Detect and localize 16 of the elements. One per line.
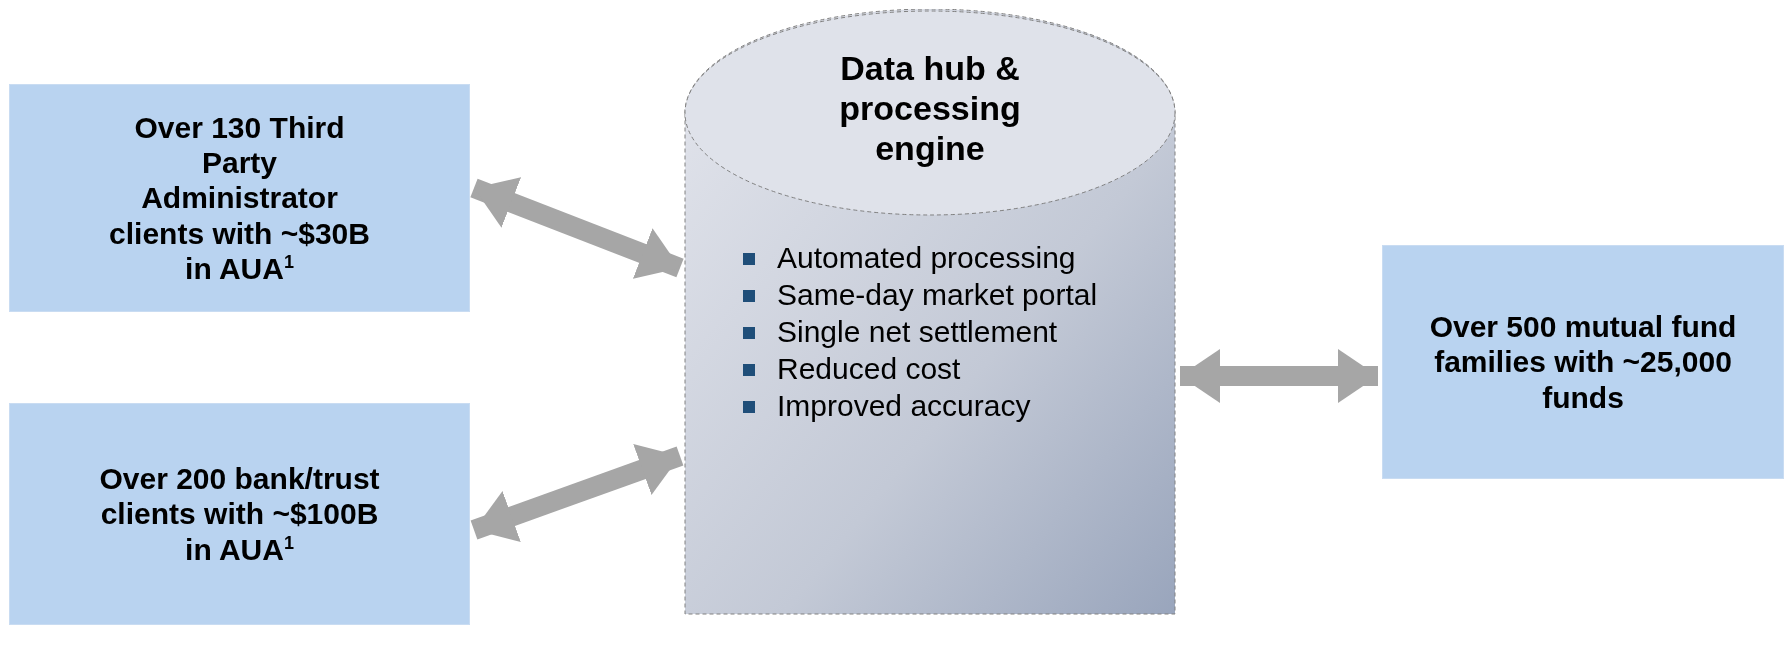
double-arrow: [1180, 349, 1378, 403]
info-box: [9, 84, 470, 312]
double-arrow: [470, 444, 684, 542]
box-text: Over 130 Third Party Administrator clients with ~$30B in AUA$^{1}$: [108, 109, 371, 287]
bullet-item: Single net settlement: [743, 315, 1058, 349]
bullet-item: Reduced cost: [743, 352, 961, 386]
bullet-item: Automated processing: [743, 241, 1076, 275]
info-box: [9, 403, 470, 625]
cylinder-title: Data hub & processing engine: [838, 49, 1022, 169]
box-text: Over 500 mutual fund families with ~25,000 funds: [1428, 308, 1738, 416]
box-text: Over 200 bank/trust clients with ~$100B in AUA$^{1}$: [98, 460, 381, 568]
bullet-item: Same-day market portal: [743, 278, 1098, 312]
database-cylinder: [684, 9, 1176, 615]
bullet-item: Improved accuracy: [743, 389, 1031, 423]
info-box: [1382, 245, 1784, 479]
double-arrow: [470, 177, 684, 279]
